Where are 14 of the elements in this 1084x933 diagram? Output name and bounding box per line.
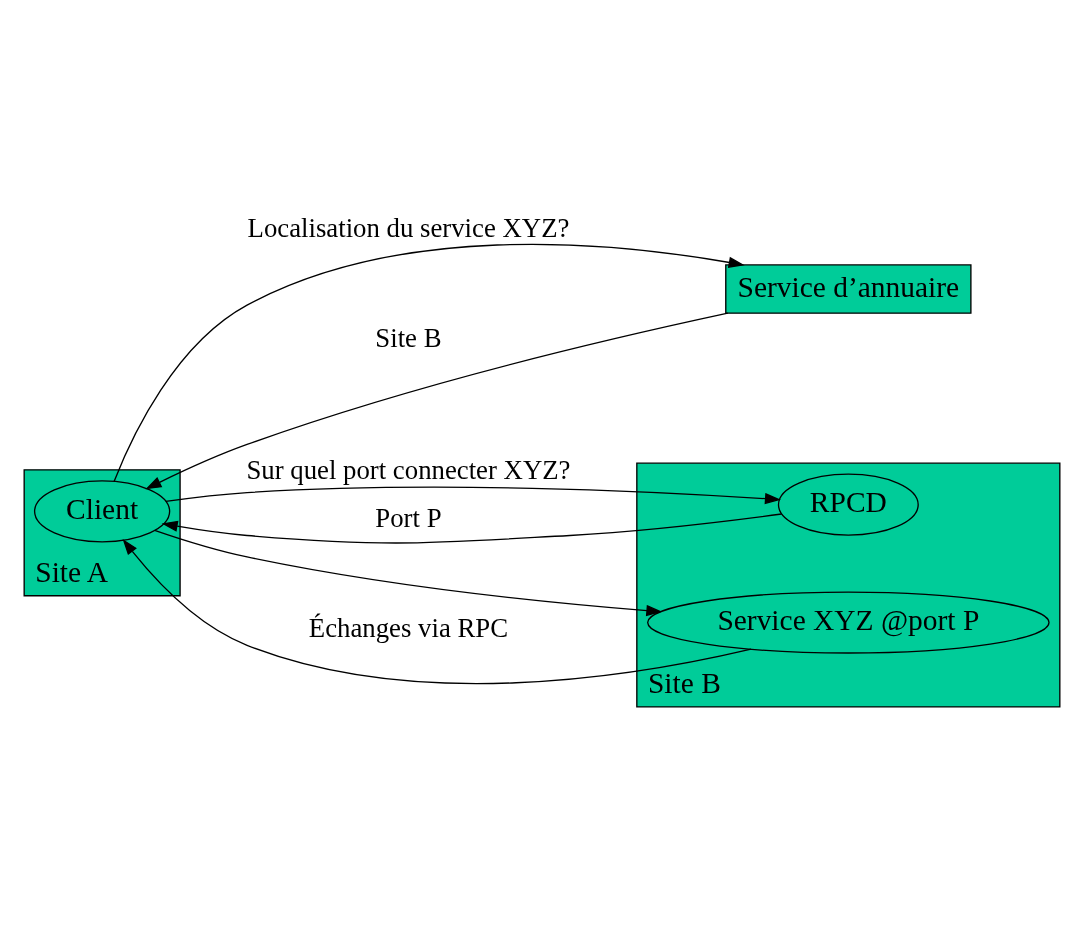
edge-label: Port P <box>375 503 442 534</box>
arrow <box>145 312 729 490</box>
node-ellipse: Client <box>33 480 171 543</box>
node-ellipse: RPCD <box>777 473 919 536</box>
arrow <box>165 486 781 505</box>
edge-label: Localisation du service XYZ? <box>247 212 570 243</box>
edge-label: Sur quel port connecter XYZ? <box>246 455 571 486</box>
arrow <box>113 243 745 483</box>
node-box: Service d’annuaire <box>725 264 972 314</box>
edge-label: Site B <box>375 322 442 353</box>
arrow <box>154 529 663 617</box>
arrow <box>122 538 752 685</box>
edge-label: Échanges via RPC <box>308 613 509 644</box>
arrow <box>161 513 783 544</box>
